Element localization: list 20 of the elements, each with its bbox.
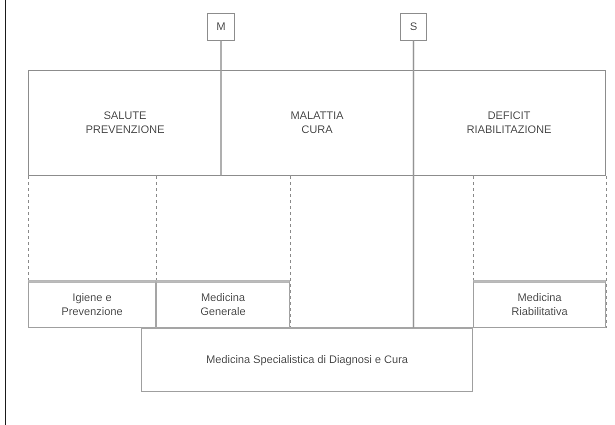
category-cell (221, 70, 413, 176)
node-label: Medicina Riabilitativa (510, 291, 569, 319)
service-cell (473, 280, 606, 328)
node-label: DEFICIT RIABILITAZIONE (466, 109, 552, 137)
node-label: Medicina Specialistica di Diagnosi e Cura (206, 353, 408, 367)
label-box (207, 13, 235, 41)
service-cell (156, 280, 290, 328)
node-label: M (216, 20, 226, 34)
node-label: SALUTE PREVENZIONE (84, 109, 166, 137)
service-box (141, 328, 473, 392)
node-label: Medicina Generale (199, 291, 247, 319)
label-box (400, 13, 427, 41)
connector-line (220, 41, 222, 176)
connector-line (412, 41, 414, 328)
category-cell (28, 70, 221, 176)
node-label: S (410, 20, 418, 34)
category-cell (413, 70, 606, 176)
service-cell (28, 280, 156, 328)
node-label: MALATTIA CURA (290, 109, 344, 137)
node-label: Igiene e Prevenzione (60, 291, 124, 319)
